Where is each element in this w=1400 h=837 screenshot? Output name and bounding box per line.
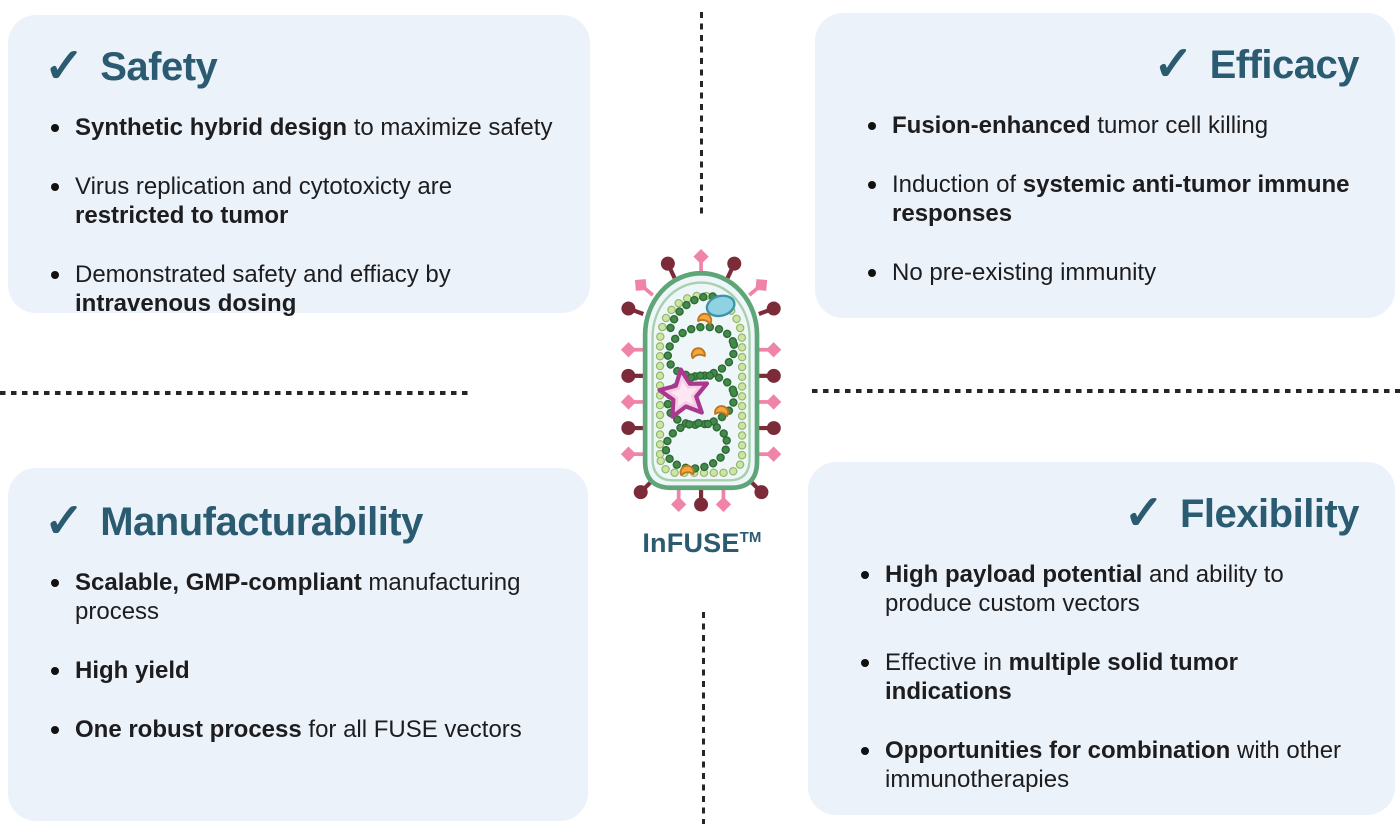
checkmark-icon: ✓: [1153, 38, 1194, 91]
bullet-item: One robust process for all FUSE vectors: [44, 715, 554, 744]
bullet-item: Induction of systemic anti-tumor immune …: [861, 170, 1365, 228]
bullet-item: Scalable, GMP-compliant manufacturing pr…: [44, 568, 554, 626]
bullet-item: High yield: [44, 656, 554, 685]
virus-illustration: InFUSETM: [618, 246, 786, 559]
panel-title-safety: Safety: [100, 45, 218, 89]
divider-vertical-top: [700, 12, 703, 218]
panel-efficacy: ✓ Efficacy Fusion-enhanced tumor cell ki…: [815, 13, 1395, 318]
panel-safety: ✓ Safety Synthetic hybrid design to maxi…: [8, 15, 590, 317]
checkmark-icon: ✓: [44, 40, 85, 93]
divider-vertical-bottom: [702, 612, 705, 824]
trademark-symbol: TM: [739, 529, 762, 546]
bullet-item: Virus replication and cytotoxicty are re…: [44, 172, 554, 230]
panel-manufacturability: ✓ Manufacturability Scalable, GMP-compli…: [8, 468, 588, 821]
bullet-item: Opportunities for combination with other…: [854, 736, 1364, 794]
panel-title-flexibility: Flexibility: [1180, 492, 1360, 536]
virus-blue-oval: [705, 294, 736, 318]
bullet-list-manufacturability: Scalable, GMP-compliant manufacturing pr…: [44, 568, 558, 744]
panel-title-efficacy: Efficacy: [1209, 43, 1360, 87]
checkmark-icon: ✓: [1123, 487, 1164, 540]
bullet-list-flexibility: High payload potential and ability to pr…: [854, 560, 1365, 794]
bullet-item: Synthetic hybrid design to maximize safe…: [44, 113, 554, 142]
bullet-item: Effective in multiple solid tumor indica…: [854, 648, 1364, 706]
bullet-item: Demonstrated safety and effiacy by intra…: [44, 260, 554, 318]
bullet-item: High payload potential and ability to pr…: [854, 560, 1364, 618]
divider-horizontal-right: [812, 389, 1400, 393]
panel-efficacy-title-row: ✓ Efficacy: [861, 41, 1365, 89]
panel-title-manufacturability: Manufacturability: [100, 500, 423, 544]
panel-manufacturability-title-row: ✓ Manufacturability: [44, 498, 558, 546]
virus-vector-graphic: [619, 247, 785, 514]
panel-flexibility-title-row: ✓ Flexibility: [854, 490, 1365, 538]
virus-star: [657, 367, 710, 419]
bullet-item: Fusion-enhanced tumor cell killing: [861, 111, 1365, 140]
virus-genome-coil: [661, 292, 739, 473]
checkmark-icon: ✓: [44, 495, 85, 548]
panel-safety-title-row: ✓ Safety: [44, 43, 560, 91]
panel-flexibility: ✓ Flexibility High payload potential and…: [808, 462, 1395, 815]
bullet-list-safety: Synthetic hybrid design to maximize safe…: [44, 113, 560, 318]
virus-membrane-beads: [655, 291, 747, 478]
divider-horizontal-left: [0, 391, 472, 395]
bullet-item: No pre-existing immunity: [861, 258, 1365, 287]
virus-label: InFUSETM: [618, 528, 786, 559]
virus-label-text: InFUSE: [642, 528, 740, 558]
